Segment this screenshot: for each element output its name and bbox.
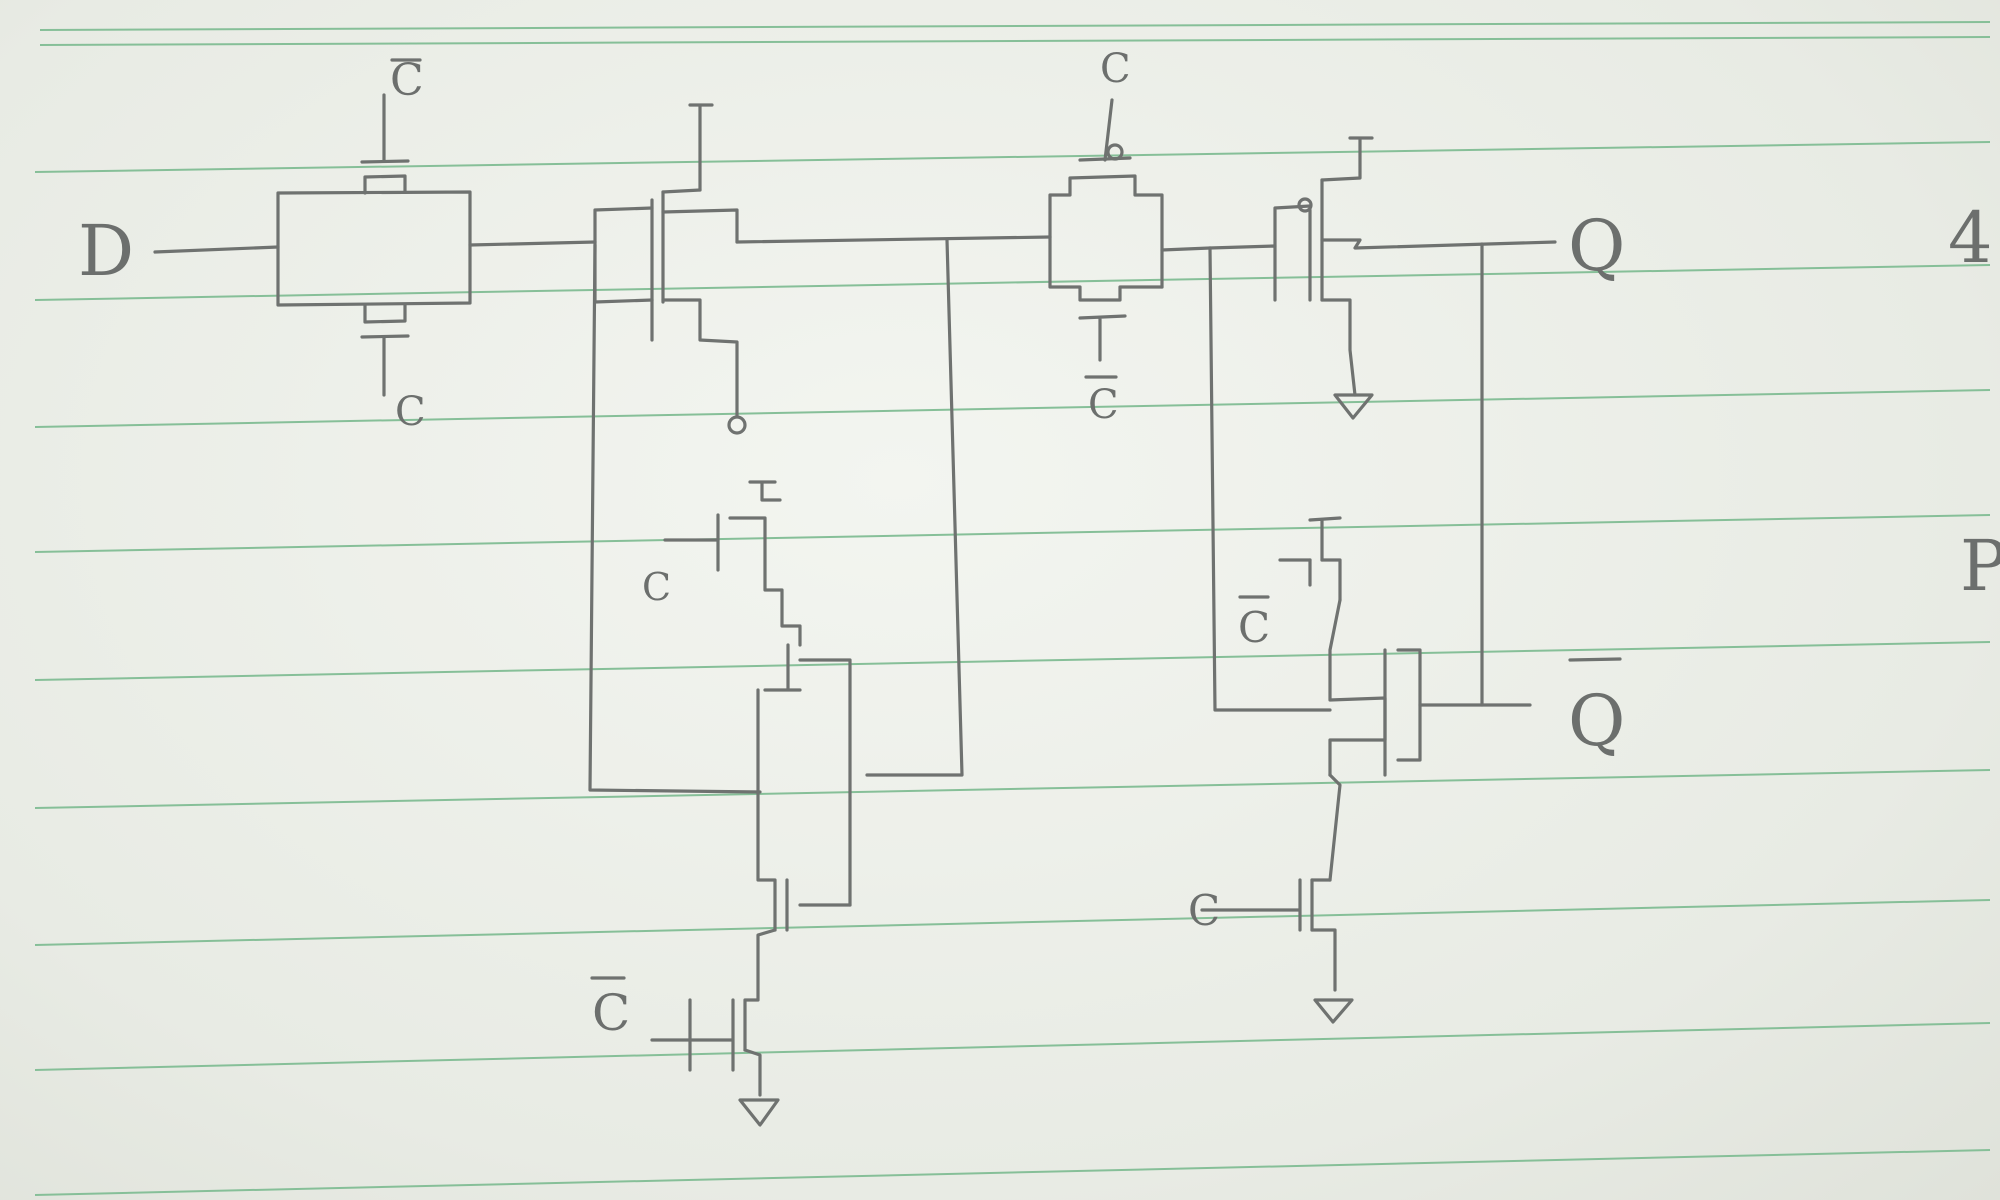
clocked-inverter-1 — [650, 480, 852, 1127]
output-q-bar-label: Q — [1568, 680, 1625, 762]
transmission-gate-1 — [153, 93, 472, 397]
margin-mark-2: P — [1960, 525, 2000, 607]
schematic-labels: D Q Q C C C C C C C C 4 P — [78, 46, 2000, 1042]
left-feedback — [588, 238, 964, 794]
right-pulldown-gate-label: C — [1188, 886, 1220, 935]
left-pulldown-gate-label: C — [592, 984, 630, 1042]
input-d-label: D — [78, 210, 134, 292]
tg2-bottom-label: C — [1088, 382, 1119, 428]
transmission-gate-2 — [1048, 98, 1212, 362]
inverter-2 — [1208, 136, 1557, 707]
ruled-lines — [34, 21, 1991, 1196]
output-q-label: Q — [1568, 205, 1625, 287]
inverter-1 — [468, 103, 1052, 435]
tg1-bottom-label: C — [395, 389, 426, 435]
right-pullup-gate-label: C — [1238, 603, 1270, 652]
clocked-inverter-2 — [1200, 246, 1532, 1024]
q-bar-overline — [1568, 657, 1622, 662]
left-pullup-gate-label: C — [642, 565, 671, 609]
margin-mark-1: 4 — [1948, 197, 1993, 279]
tg1-top-label: C — [390, 55, 424, 106]
tg2-top-label: C — [1100, 46, 1131, 92]
